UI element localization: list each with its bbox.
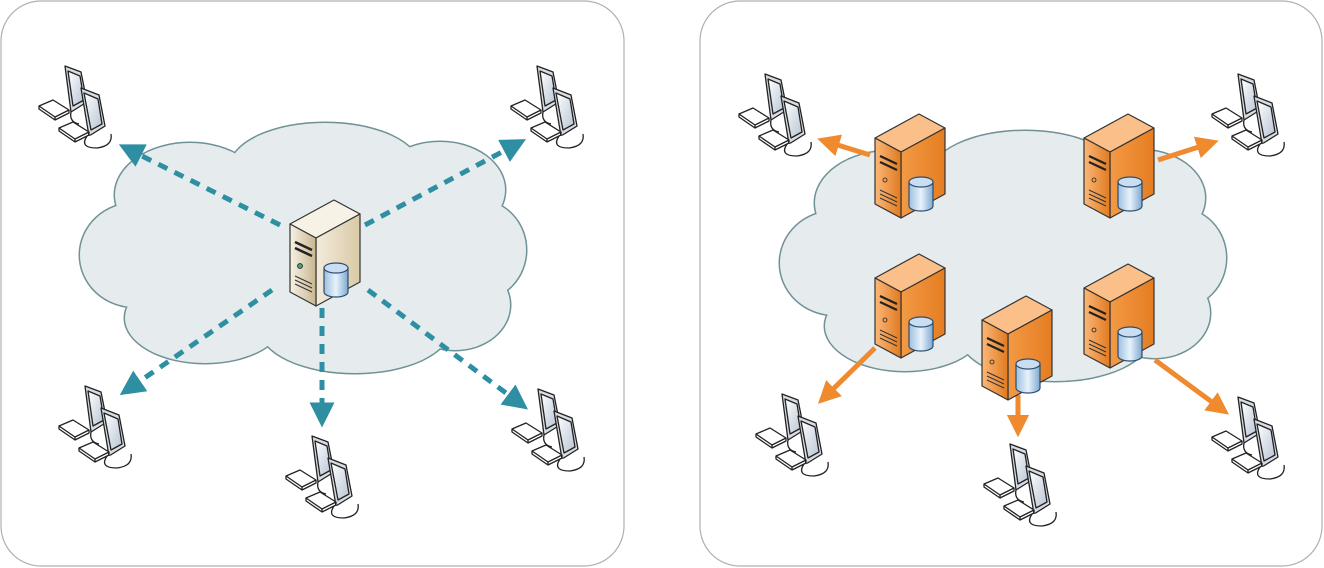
arrow-to-top-left-client (817, 134, 871, 158)
arrow-to-top-right-client (1157, 136, 1219, 163)
arrow-to-bottom-left-client (817, 346, 877, 404)
arrow-to-bottom-right-client (366, 287, 529, 410)
arrow-to-top-left-client (118, 144, 282, 228)
solid-arrows (817, 134, 1230, 438)
arrow-to-bottom-right-client (1153, 357, 1230, 415)
right-panel-distributed (699, 0, 1323, 567)
dashed-arrows (118, 139, 529, 428)
left-panel-centralized (0, 0, 625, 567)
